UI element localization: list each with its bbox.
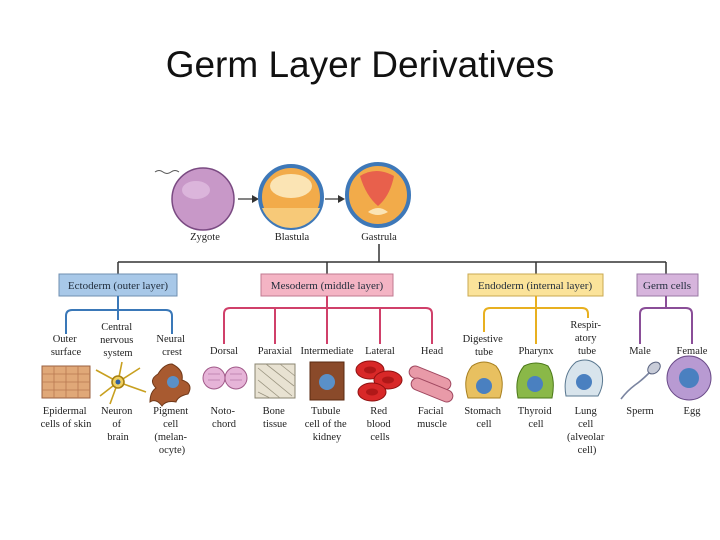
stage-label-blastula: Blastula	[275, 232, 310, 243]
ectoderm-label: Ectoderm (outer layer)	[68, 280, 169, 292]
cell-label-sperm: Sperm	[626, 406, 653, 417]
stage-label-gastrula: Gastrula	[361, 232, 397, 243]
egg-illustration	[666, 355, 712, 401]
branch-respiratory-tube: Respir- atory tube	[570, 320, 603, 357]
branch-lateral: Lateral	[365, 346, 395, 357]
cell-label-bone: Bone tissue	[263, 406, 288, 430]
cell-label-facial-muscle: Facial muscle	[417, 406, 447, 430]
germ-cells-box: Germ cells	[636, 273, 699, 297]
branch-outer-surface: Outer surface	[51, 334, 82, 358]
notochord-illustration	[202, 366, 248, 390]
mesoderm-box: Mesoderm (middle layer)	[260, 273, 394, 297]
branch-dorsal: Dorsal	[210, 346, 238, 357]
endoderm-box: Endoderm (internal layer)	[467, 273, 604, 297]
ectoderm-branch-lines	[65, 296, 173, 334]
branch-digestive-tube: Digestive tube	[463, 334, 506, 358]
stomach-cell-illustration	[465, 361, 503, 399]
cell-label-pigment: Pigment cell (melan- ocyte)	[153, 406, 191, 456]
germ-branch-lines	[639, 296, 693, 344]
mesoderm-label: Mesoderm (middle layer)	[271, 280, 384, 292]
cell-label-neuron: Neuron of brain	[101, 406, 135, 443]
cell-label-tubule: Tubule cell of the kidney	[305, 406, 350, 443]
blastula-illustration	[258, 164, 324, 230]
stage-label-zygote: Zygote	[190, 232, 220, 243]
bone-tissue-illustration	[254, 363, 296, 399]
thyroid-cell-illustration	[516, 362, 554, 399]
branch-intermediate: Intermediate	[300, 346, 353, 357]
branch-pharynx: Pharynx	[519, 346, 555, 357]
arrow-blastula-to-gastrula	[325, 195, 345, 203]
branch-head: Head	[421, 346, 444, 357]
lung-cell-illustration	[564, 359, 604, 397]
mesoderm-branch-lines	[223, 296, 433, 344]
branch-neural-crest: Neural crest	[156, 334, 187, 358]
endoderm-branch-lines	[483, 296, 589, 344]
branch-male: Male	[629, 346, 651, 357]
cell-label-epidermal: Epidermal cells of skin	[41, 406, 92, 430]
cell-label-egg: Egg	[684, 406, 702, 417]
facial-muscle-illustration	[408, 365, 454, 403]
sperm-illustration	[620, 361, 661, 400]
main-connector-lines	[117, 244, 667, 274]
arrow-zygote-to-blastula	[238, 195, 259, 203]
kidney-tubule-cell-illustration	[309, 361, 345, 401]
cell-label-notochord: Noto- chord	[210, 406, 237, 430]
zygote-illustration	[154, 167, 235, 231]
cell-label-thyroid: Thyroid cell	[518, 406, 554, 430]
cell-label-red-blood: Red blood cells	[367, 406, 394, 443]
slide-title: Germ Layer Derivatives	[165, 44, 555, 85]
gastrula-illustration	[345, 162, 411, 228]
branch-paraxial: Paraxial	[258, 346, 292, 357]
germ-cells-label: Germ cells	[643, 280, 691, 292]
epidermal-cells-illustration	[41, 365, 91, 399]
cell-label-stomach: Stomach cell	[464, 406, 503, 430]
branch-female: Female	[677, 346, 708, 357]
red-blood-cells-illustration	[355, 360, 403, 402]
pigment-cell-illustration	[149, 363, 191, 407]
branch-central-nervous-system: Central nervous system	[100, 322, 136, 359]
neuron-illustration	[95, 361, 147, 405]
endoderm-label: Endoderm (internal layer)	[478, 280, 593, 292]
ectoderm-box: Ectoderm (outer layer)	[58, 273, 178, 297]
cell-label-lung: Lung cell (alveolar cell)	[567, 406, 607, 456]
